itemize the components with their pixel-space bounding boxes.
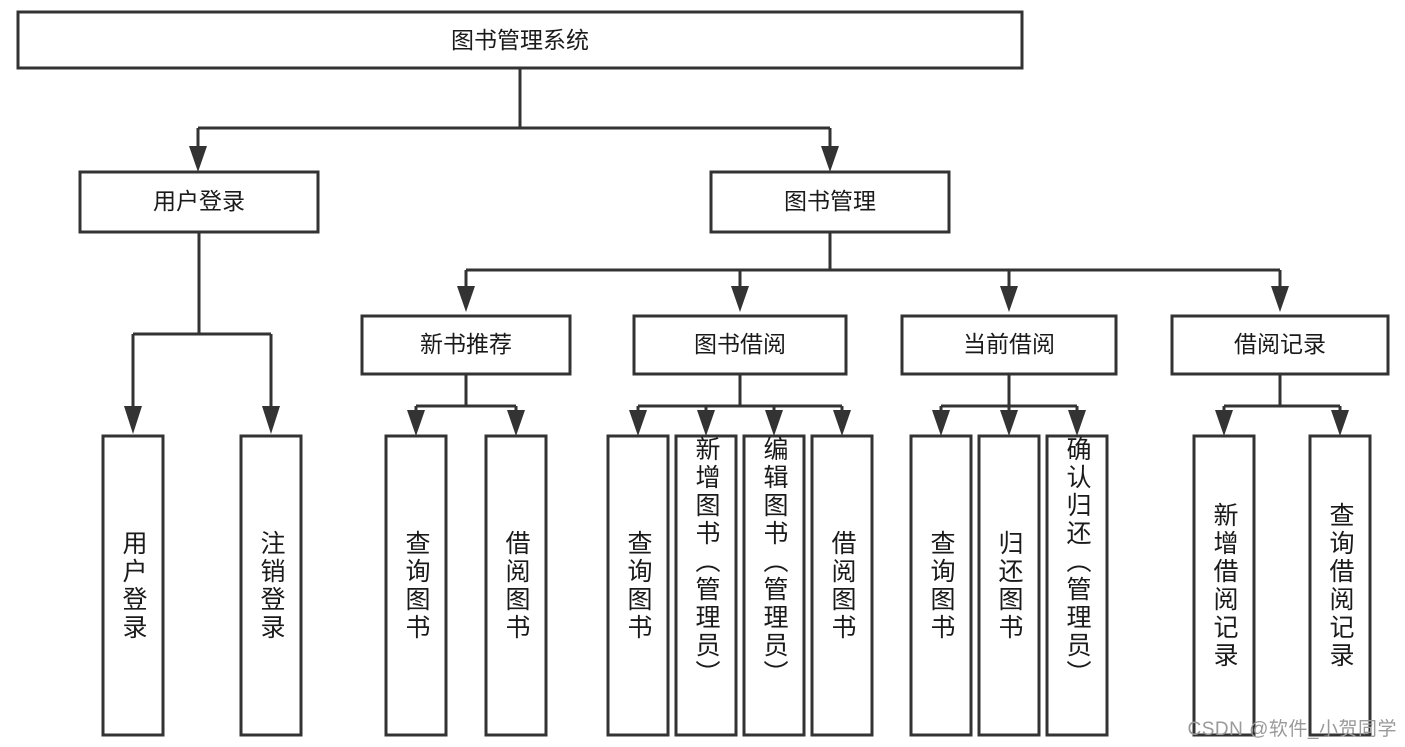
leaf-box-edit-book[interactable] xyxy=(742,434,806,737)
node-box[interactable] xyxy=(360,314,572,376)
leaf-box-borrow-book-1[interactable] xyxy=(484,434,548,737)
watermark-text: CSDN @软件_小贺同学 xyxy=(1187,719,1397,740)
arrow-head-leaf-3 xyxy=(407,410,425,436)
arrow-head-new-book xyxy=(457,286,475,312)
node-label: 用户登录 xyxy=(153,188,245,214)
leaf-box-query-book-1[interactable] xyxy=(384,434,448,737)
leaf-box-borrow-book-2[interactable] xyxy=(810,434,874,737)
connectors-root-to-level2 xyxy=(189,68,839,172)
arrow-head-leaf-11 xyxy=(1068,410,1086,436)
arrow-head-borrow xyxy=(731,286,749,312)
connectors-bookmanage-to-level3 xyxy=(457,232,1289,312)
node-box[interactable] xyxy=(78,170,320,234)
node-label: 当前借阅 xyxy=(963,331,1055,357)
leaf-box-add-book[interactable] xyxy=(674,434,738,737)
arrow-head-leaf-2 xyxy=(262,406,280,434)
leaf-box-user-login[interactable] xyxy=(101,434,165,737)
connectors-newbook-to-leaves xyxy=(407,374,525,436)
node-label: 图书借阅 xyxy=(694,331,786,357)
node-book-management[interactable]: 图书管理 xyxy=(709,170,951,234)
node-box[interactable] xyxy=(16,10,1024,70)
arrow-head-leaf-1 xyxy=(124,406,142,434)
node-root-title[interactable]: 图书管理系统 xyxy=(16,10,1024,70)
node-current-borrow[interactable]: 当前借阅 xyxy=(900,314,1118,376)
arrow-head-leaf-9 xyxy=(932,410,950,436)
leaf-box-query-book-3[interactable] xyxy=(909,434,973,737)
arrow-head-leaf-13 xyxy=(1331,410,1349,436)
arrow-head-leaf-10 xyxy=(1000,410,1018,436)
node-label: 新书推荐 xyxy=(420,331,512,357)
arrow-head-leaf-5 xyxy=(629,410,647,436)
leaf-box-add-record[interactable] xyxy=(1192,434,1256,737)
node-book-borrow[interactable]: 图书借阅 xyxy=(632,314,848,376)
leaf-box-query-record[interactable] xyxy=(1308,434,1372,737)
arrow-head-leaf-6 xyxy=(697,410,715,436)
node-box[interactable] xyxy=(900,314,1118,376)
node-box[interactable] xyxy=(632,314,848,376)
arrow-head-user-login xyxy=(189,146,207,172)
leaf-box-confirm-return[interactable] xyxy=(1045,434,1109,737)
node-new-book-recommend[interactable]: 新书推荐 xyxy=(360,314,572,376)
connectors-userlogin-to-leaves xyxy=(124,232,280,434)
connectors-currentborrow-to-leaves xyxy=(932,374,1086,436)
connectors-borrowrecord-to-leaves xyxy=(1215,374,1349,436)
node-label: 借阅记录 xyxy=(1234,331,1326,357)
leaf-box-query-book-2[interactable] xyxy=(606,434,670,737)
node-user-login[interactable]: 用户登录 xyxy=(78,170,320,234)
connectors-bookborrow-to-leaves xyxy=(629,374,851,436)
arrow-head-book-manage xyxy=(821,146,839,172)
arrow-head-leaf-4 xyxy=(507,410,525,436)
leaf-boxes xyxy=(101,434,1372,737)
node-borrow-record[interactable]: 借阅记录 xyxy=(1170,314,1390,376)
arrow-head-leaf-8 xyxy=(833,410,851,436)
arrow-head-leaf-7 xyxy=(765,410,783,436)
arrow-head-current-borrow xyxy=(1000,286,1018,312)
leaf-box-logout[interactable] xyxy=(239,434,303,737)
arrow-head-borrow-record xyxy=(1271,286,1289,312)
node-label: 图书管理系统 xyxy=(451,27,589,53)
arrow-head-leaf-12 xyxy=(1215,410,1233,436)
leaf-box-return-book[interactable] xyxy=(977,434,1041,737)
node-label: 图书管理 xyxy=(784,188,876,214)
node-box[interactable] xyxy=(1170,314,1390,376)
